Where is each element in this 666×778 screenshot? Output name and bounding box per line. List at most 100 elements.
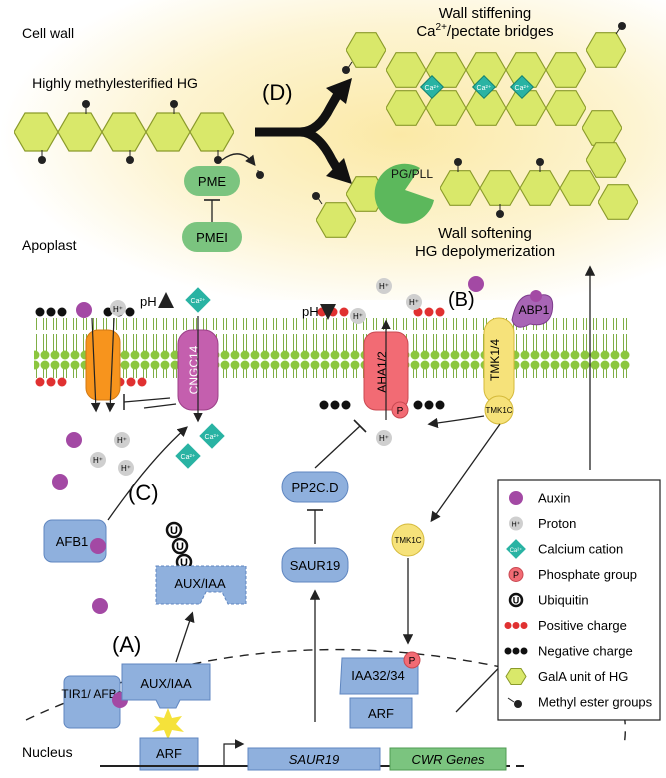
legend-item: GalA unit of HG [505, 668, 628, 685]
calcium-bridge: Ca²⁺ [509, 74, 535, 100]
svg-text:H⁺: H⁺ [113, 305, 123, 314]
svg-text:U: U [176, 541, 184, 553]
legend-label: GalA unit of HG [538, 669, 628, 684]
ubiquitin-icon: U [508, 592, 524, 608]
tmk14-label: TMK1/4 [488, 339, 502, 381]
svg-text:H⁺: H⁺ [121, 464, 131, 473]
arf-left-label: ARF [156, 746, 182, 761]
proton-icon: H⁺ [90, 452, 106, 468]
methyl-ester-icon [256, 171, 264, 179]
hg-chain [14, 100, 234, 164]
cngc14-label: CNGC14 [187, 345, 201, 394]
calcium-bridge: Ca²⁺ [419, 74, 445, 100]
proton-icon: H⁺ [406, 294, 422, 310]
methyl-ester-icon [454, 158, 462, 166]
hg-label: Highly methylesterified HG [32, 75, 198, 91]
methyl-ester-icon [312, 192, 320, 200]
afb1-protein [43, 519, 107, 563]
legend-item: H⁺ Proton [509, 516, 576, 531]
calcium-icon: Ca²⁺ [199, 423, 225, 449]
arf-right-protein [349, 697, 413, 729]
plasma-membrane [34, 318, 630, 378]
phosphate-icon: P [391, 401, 409, 419]
auxin-channel [85, 329, 121, 401]
tir1-label: TIR1/ AFBs [61, 687, 122, 701]
svg-text:U: U [170, 525, 178, 537]
svg-text:H⁺: H⁺ [512, 522, 521, 529]
svg-text:H⁺: H⁺ [117, 436, 127, 445]
svg-text:P: P [513, 570, 519, 580]
cell-wall-label: Cell wall [22, 25, 74, 41]
methyl-ester-icon [342, 66, 350, 74]
svg-text:Ca²⁺: Ca²⁺ [425, 85, 440, 92]
legend-box [497, 479, 661, 721]
calcium-icon: Ca²⁺ [185, 287, 211, 313]
methyl-ester-icon [82, 100, 90, 108]
proton-icon: H⁺ [376, 430, 392, 446]
saur19-protein [281, 547, 349, 583]
softening-title: Wall softening [438, 225, 532, 242]
pg-pll-label: PG/PLL [391, 167, 433, 181]
svg-text:H⁺: H⁺ [409, 298, 419, 307]
auxin-icon [52, 474, 68, 490]
svg-text:Ca²⁺: Ca²⁺ [477, 85, 492, 92]
pme-protein [184, 166, 240, 196]
abp1-protein [511, 294, 554, 328]
saur19-gene-label: SAUR19 [289, 752, 340, 767]
ubiquitin-chain: U U U [165, 521, 193, 571]
ph-decrease-label: pH [302, 304, 319, 319]
legend-label: Positive charge [538, 618, 627, 633]
cwr-genes [389, 747, 507, 771]
methyl-ester-icon [496, 210, 504, 218]
svg-text:Ca²⁺: Ca²⁺ [510, 547, 523, 554]
tmk1c-free [391, 523, 425, 557]
tir1-afbs-protein [63, 675, 121, 729]
auxin-icon [76, 302, 92, 318]
aux-iaa-label: AUX/IAA [140, 676, 192, 691]
svg-text:H⁺: H⁺ [93, 456, 103, 465]
svg-text:Ca²⁺: Ca²⁺ [191, 298, 206, 305]
auxin-icon [66, 432, 82, 448]
tmk1c-domain [484, 395, 514, 425]
arf-left-protein [139, 737, 199, 771]
step-b-label: (B) [448, 289, 475, 311]
proton-icon [110, 300, 126, 316]
proton-icon: H⁺ [509, 516, 523, 531]
svg-text:P: P [397, 406, 404, 417]
legend-label: Negative charge [538, 644, 633, 659]
pg-pll-enzyme [374, 163, 434, 224]
auxin-icon [468, 276, 484, 292]
legend-label: Auxin [538, 491, 571, 506]
svg-text:U: U [513, 596, 520, 606]
aux-iaa-protein [121, 663, 211, 709]
auxin-icon [509, 491, 523, 505]
nucleus-label: Nucleus [22, 744, 73, 760]
iaa3234-protein [339, 657, 419, 695]
saur19-gene [247, 747, 381, 771]
phosphate-icon: P [403, 651, 421, 669]
legend-label: Proton [538, 516, 576, 531]
step-a-label: (A) [112, 632, 141, 657]
auxin-icon [530, 290, 542, 302]
softening-subtitle: HG depolymerization [415, 243, 555, 260]
proton-icon: H⁺ [350, 308, 366, 324]
iaa3234-label: IAA32/34 [351, 668, 405, 683]
stiffening-title: Wall stiffening [439, 5, 532, 22]
legend-item: Auxin [509, 491, 571, 506]
pme-label: PME [198, 174, 227, 189]
methyl-ester-icon [214, 156, 222, 164]
saur19-label: SAUR19 [290, 558, 341, 573]
cell-wall-background [0, 0, 666, 300]
methyl-ester-icon [170, 100, 178, 108]
svg-text:Ca²⁺: Ca²⁺ [205, 434, 220, 441]
svg-text:H⁺: H⁺ [379, 434, 389, 443]
negative-charges [35, 307, 445, 410]
tmk1c-domain-label: TMK1C [485, 406, 512, 415]
afb1-label: AFB1 [56, 534, 89, 549]
legend-item: Methyl ester groups [507, 695, 653, 710]
auxin-icon [92, 598, 108, 614]
